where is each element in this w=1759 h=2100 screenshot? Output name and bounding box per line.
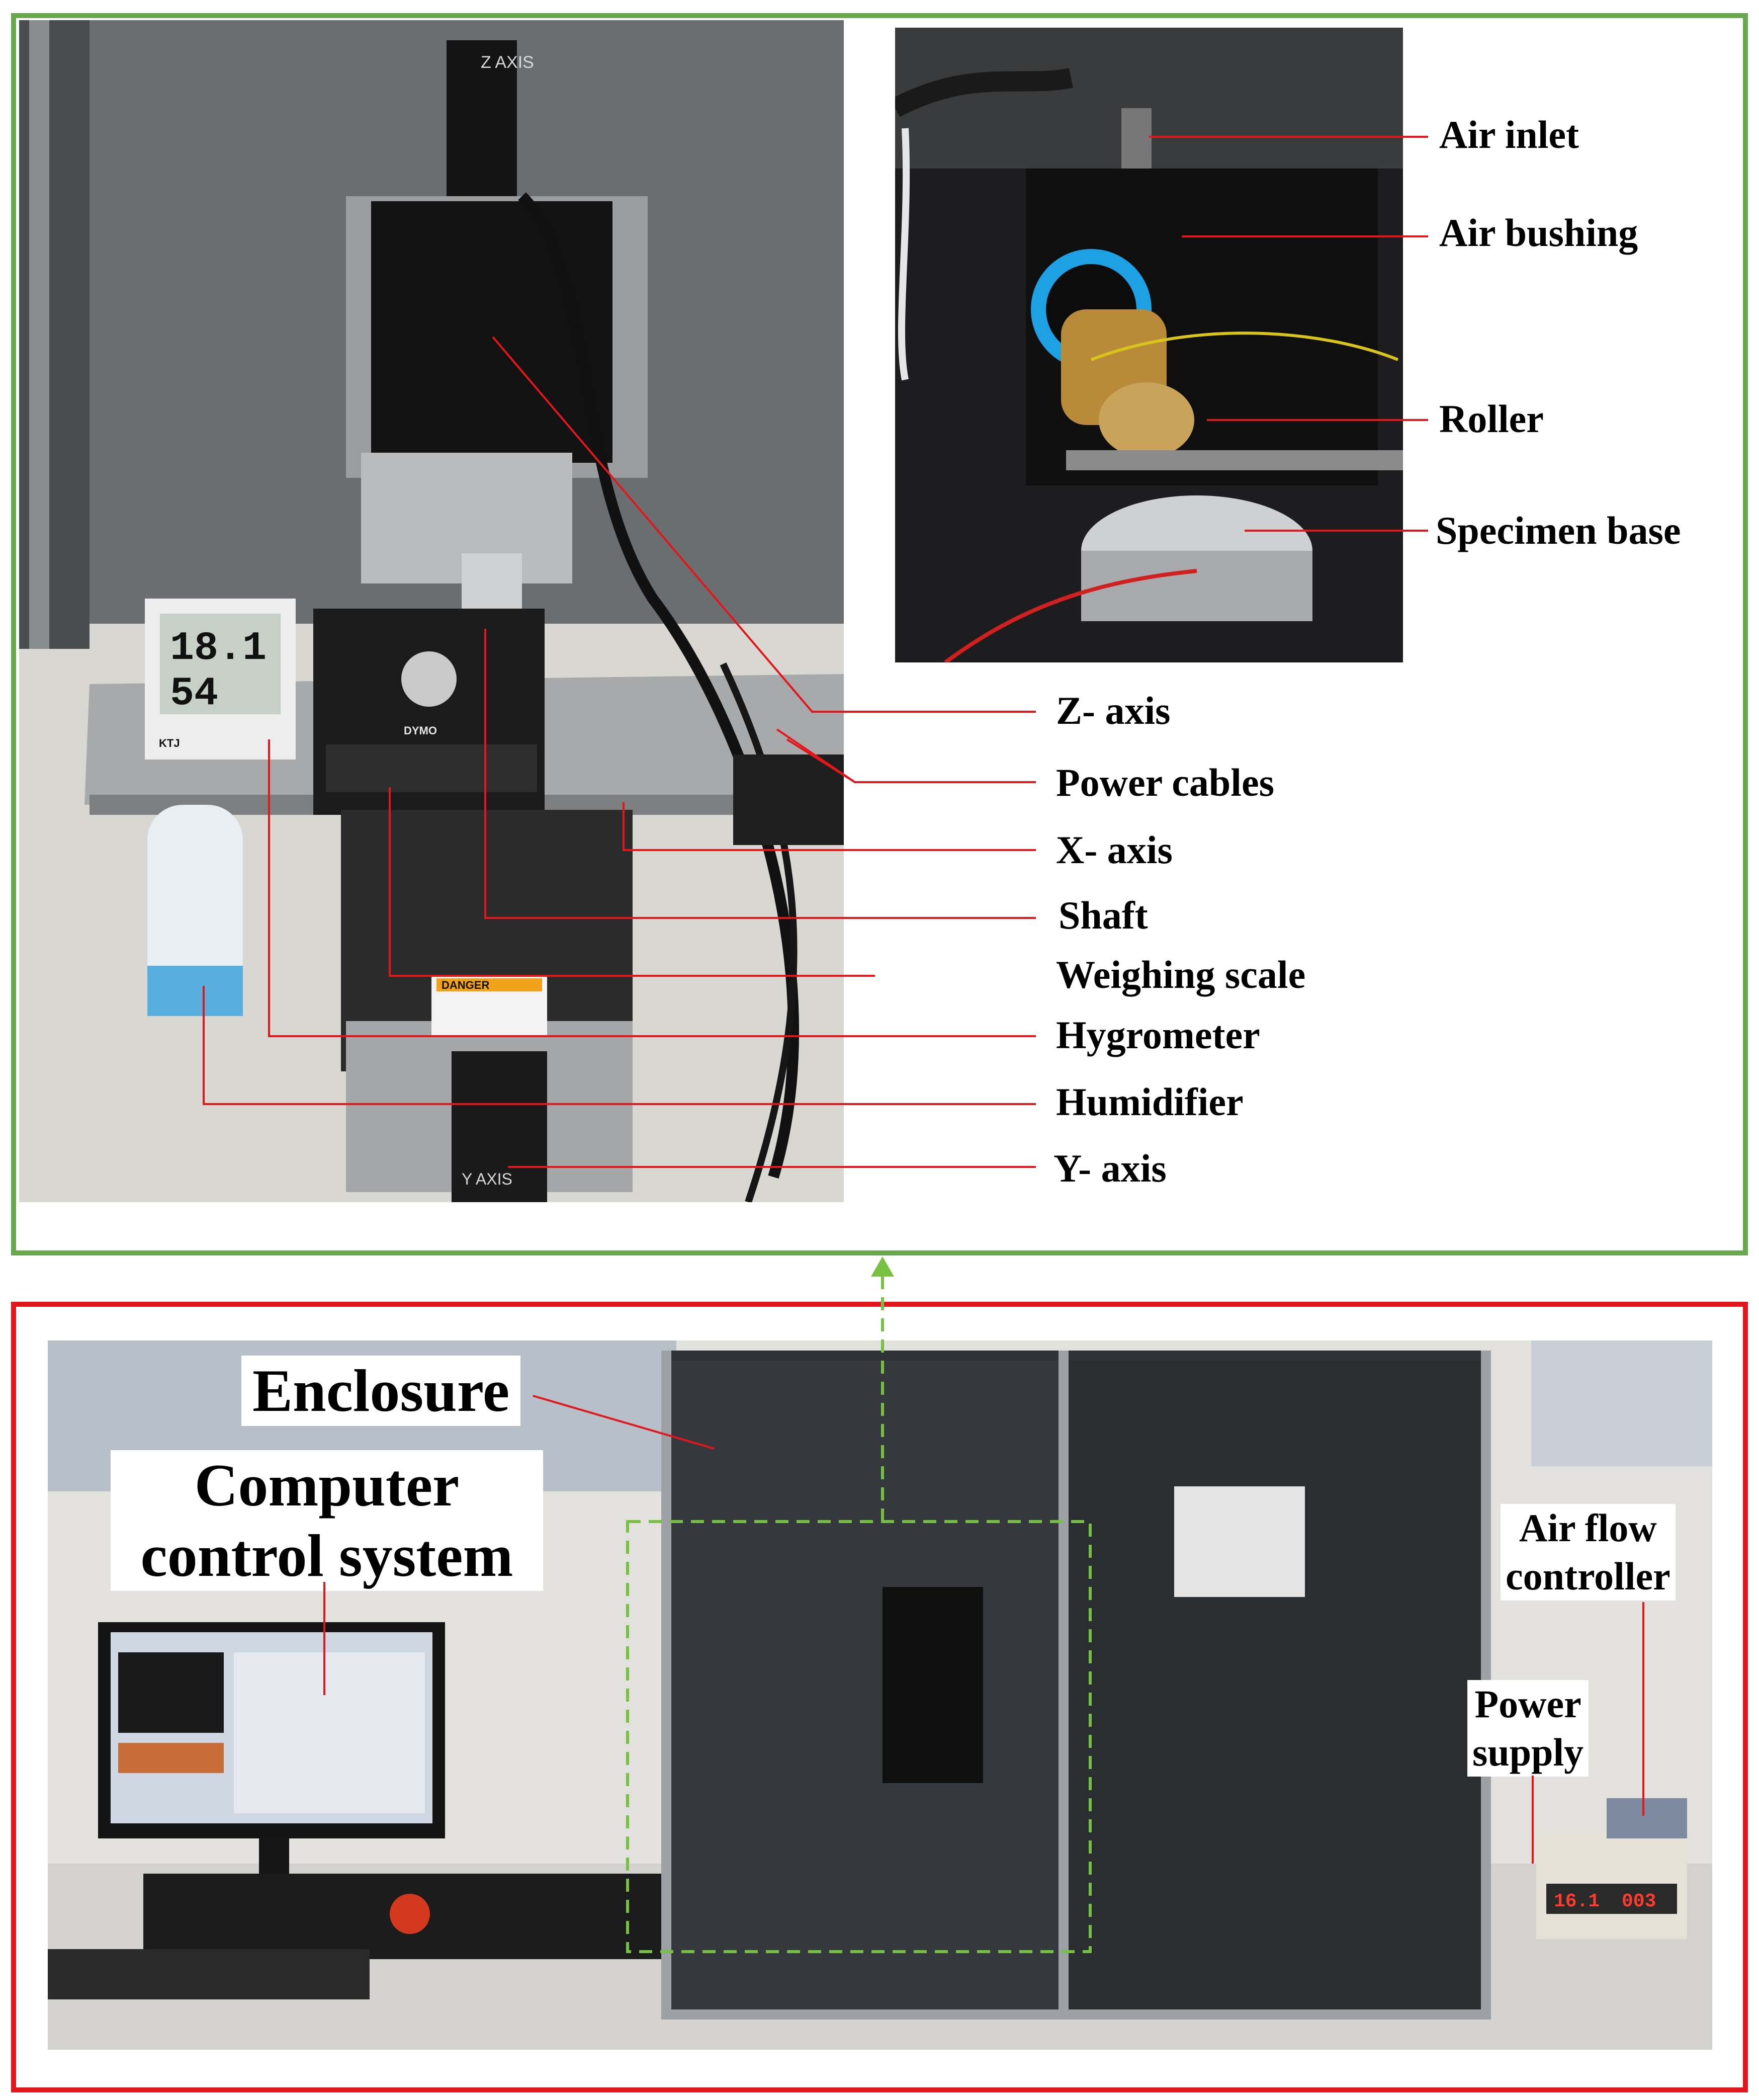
psu-display-left-text: 16.1: [1554, 1891, 1600, 1912]
label-weighing-scale: Weighing scale: [1056, 953, 1306, 996]
label-x-axis: X- axis: [1056, 828, 1173, 872]
hygrometer-brand-text: KTJ: [159, 737, 180, 749]
label-computer-line1: Computer: [194, 1452, 460, 1519]
label-power-cables: Power cables: [1056, 761, 1274, 804]
danger-sign-text: DANGER: [442, 979, 489, 991]
label-specimen-base: Specimen base: [1436, 509, 1681, 552]
top-panel-frame: [11, 13, 1748, 1255]
label-y-axis: Y- axis: [1053, 1146, 1167, 1190]
label-hygrometer: Hygrometer: [1056, 1013, 1260, 1057]
test-rig-photo: Z AXIS Y AXIS DYMO KTJ 18.1 54 DANGER: [19, 20, 844, 1202]
zoom-link-arrowhead: [871, 1256, 894, 1277]
label-power-line2: supply: [1472, 1730, 1584, 1774]
label-power-line1: Power: [1474, 1682, 1581, 1726]
label-enclosure: Enclosure: [241, 1356, 521, 1426]
y-axis-stage-text: Y AXIS: [462, 1170, 512, 1188]
label-air-bushing: Air bushing: [1439, 211, 1638, 255]
label-shaft: Shaft: [1059, 893, 1148, 937]
label-air-inlet: Air inlet: [1439, 113, 1579, 156]
label-z-axis: Z- axis: [1056, 689, 1171, 732]
z-axis-stage-text: Z AXIS: [481, 53, 534, 72]
roller-detail-photo: [895, 28, 1403, 662]
lab-setup-photo: 16.1 003: [48, 1340, 1712, 2050]
label-computer-control-system: Computer control system: [111, 1450, 543, 1591]
label-air-flow-line2: controller: [1506, 1554, 1670, 1598]
label-air-flow-controller: Air flow controller: [1501, 1504, 1676, 1601]
label-air-flow-line1: Air flow: [1519, 1506, 1657, 1550]
label-humidifier: Humidifier: [1056, 1080, 1244, 1124]
hygrometer-rh-text: 54: [170, 671, 218, 717]
bottom-panel-frame: [11, 1302, 1748, 2092]
psu-display-right-text: 003: [1622, 1891, 1656, 1912]
hygrometer-temp-text: 18.1: [170, 626, 267, 671]
scale-brand-text: DYMO: [404, 724, 437, 737]
label-power-supply: Power supply: [1467, 1680, 1589, 1777]
label-roller: Roller: [1439, 397, 1544, 441]
label-computer-line2: control system: [140, 1522, 513, 1589]
